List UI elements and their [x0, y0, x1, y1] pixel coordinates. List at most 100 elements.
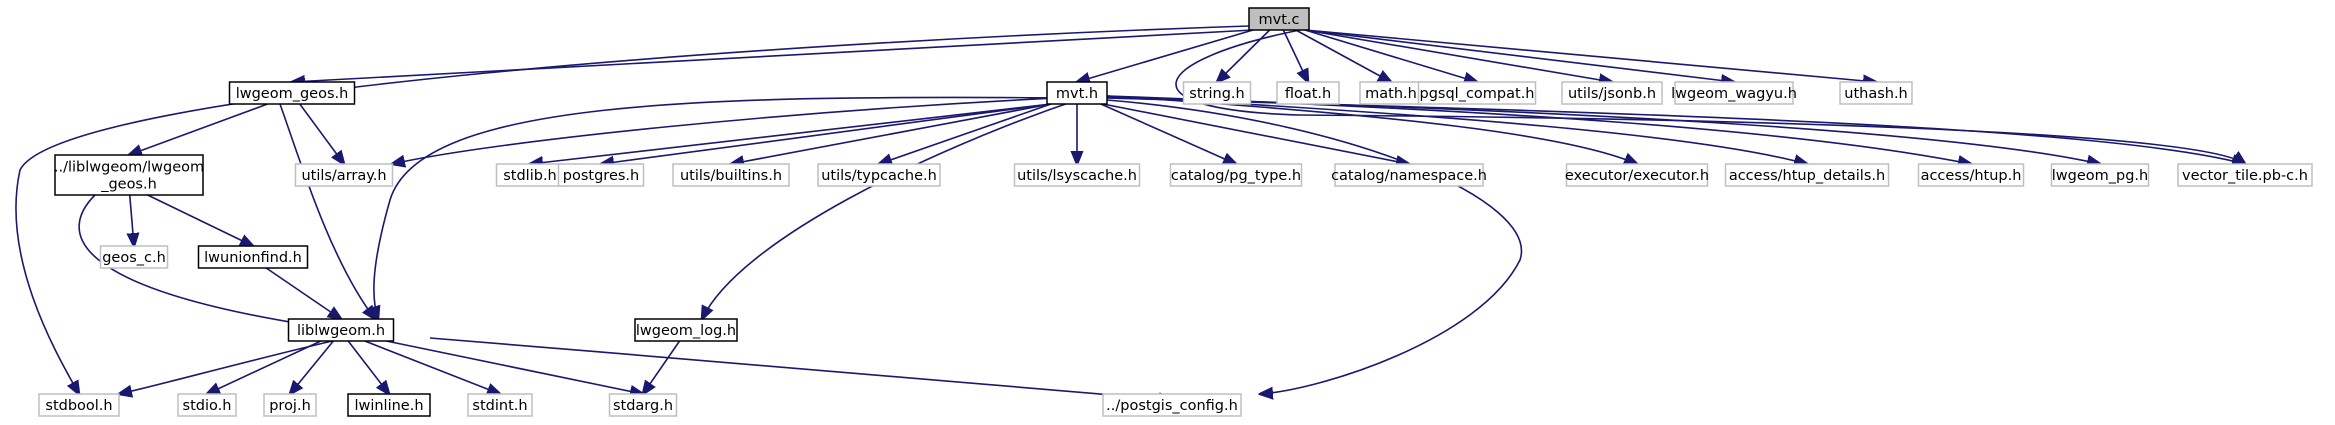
node-label: postgres.h: [563, 168, 639, 184]
node-label: lwunionfind.h: [204, 250, 302, 266]
edge-mvt-h-to-postgis-config-h: [1106, 99, 1523, 394]
node-mvt-c[interactable]: mvt.c: [1248, 7, 1310, 31]
node-label: stdint.h: [472, 398, 527, 414]
edge-liblwgeom-h-to-stdarg-h: [386, 340, 643, 394]
node-mvt-h[interactable]: mvt.h: [1046, 81, 1108, 105]
node-lwinline-h[interactable]: lwinline.h: [347, 393, 431, 417]
node-liblwgeom-geos-h[interactable]: ../liblwgeom/lwgeom_geos.h: [54, 154, 204, 196]
node-proj-h: proj.h: [263, 393, 317, 417]
node-box: [1561, 81, 1663, 105]
node-box: [177, 393, 237, 417]
node-label: lwinline.h: [354, 398, 423, 414]
edge-mvt-h-to-catalog-namespace-h: [1102, 103, 1409, 164]
node-label: stdbool.h: [45, 398, 112, 414]
node-label: stdlib.h: [503, 168, 557, 184]
node-utils-array-h: utils/array.h: [294, 163, 394, 187]
edge-mvt-h-to-utils-typcache-h: [879, 103, 1052, 164]
node-label: executor/executor.h: [1565, 168, 1709, 184]
node-stdio-h: stdio.h: [177, 393, 237, 417]
node-label: utils/typcache.h: [821, 168, 937, 184]
node-box: [1674, 81, 1794, 105]
node-box: [228, 81, 356, 105]
edge-mvt-c-to-mvt-h: [1077, 29, 1254, 82]
node-box: [287, 318, 395, 342]
node-label: float.h: [1285, 86, 1331, 102]
node-box: [1565, 163, 1709, 187]
node-vector-tile-pb-c-h: vector_tile.pb-c.h: [2177, 163, 2313, 187]
node-utils-jsonb-h: utils/jsonb.h: [1561, 81, 1663, 105]
node-lwgeom-geos-h[interactable]: lwgeom_geos.h: [228, 81, 356, 105]
node-pgsql-compat-h: pgsql_compat.h: [1417, 81, 1537, 105]
node-box: [38, 393, 120, 417]
node-postgis-config-h: ../postgis_config.h: [1102, 393, 1242, 417]
node-box: [1276, 81, 1340, 105]
node-box: [1417, 81, 1537, 105]
node-label: lwgeom_pg.h: [2052, 168, 2148, 184]
edge-liblwgeom-geos-h-to-geos-c-h: [130, 194, 134, 246]
node-string-h: string.h: [1182, 81, 1252, 105]
node-label: mvt.c: [1259, 12, 1300, 28]
node-label: access/htup.h: [1921, 168, 2022, 184]
node-label: access/htup_details.h: [1729, 168, 1885, 184]
node-utils-lsyscache-h: utils/lsyscache.h: [1013, 163, 1141, 187]
edge-mvt-c-to-lwgeom-geos-h: [292, 29, 1254, 82]
node-label: pgsql_compat.h: [1420, 86, 1535, 102]
node-lwgeom-log-h[interactable]: lwgeom_log.h: [634, 318, 738, 342]
edge-lwgeom-geos-h-to-liblwgeom-geos-h: [129, 103, 268, 155]
node-label: lwgeom_geos.h: [236, 86, 349, 102]
node-box: [1013, 163, 1141, 187]
node-label: lwgeom_log.h: [636, 323, 736, 339]
node-box: [557, 163, 645, 187]
node-box: [634, 318, 738, 342]
node-label: vector_tile.pb-c.h: [2182, 168, 2308, 184]
node-postgres-h: postgres.h: [557, 163, 645, 187]
node-box: [1046, 81, 1108, 105]
node-utils-builtins-h: utils/builtins.h: [672, 163, 790, 187]
node-liblwgeom-h[interactable]: liblwgeom.h: [287, 318, 395, 342]
edge-mvt-c-to-math-h: [1295, 29, 1391, 82]
node-box: [263, 393, 317, 417]
node-label: utils/lsyscache.h: [1017, 168, 1137, 184]
edge-lwgeom-log-h-to-stdarg-h: [643, 340, 681, 394]
node-executor-executor-h: executor/executor.h: [1565, 163, 1709, 187]
edge-mvt-h-to-postgres-h: [601, 103, 1052, 164]
node-access-htup-h: access/htup.h: [1917, 163, 2025, 187]
node-label: utils/array.h: [301, 168, 386, 184]
edge-mvt-c-to-utils-jsonb-h: [1304, 29, 1612, 82]
node-box: [1917, 163, 2025, 187]
edge-liblwgeom-h-to-lwinline-h: [347, 340, 389, 394]
node-label: string.h: [1189, 86, 1244, 102]
edge-mvt-c-to-vector-tile-pb-c-h: [1175, 29, 2245, 164]
node-box: [197, 245, 309, 269]
edge-liblwgeom-h-to-stdint-h: [364, 340, 500, 394]
node-label: ../postgis_config.h: [1106, 398, 1238, 414]
node-lwgeom-pg-h: lwgeom_pg.h: [2050, 163, 2150, 187]
node-label: mvt.h: [1056, 86, 1098, 102]
node-access-htup-details-h: access/htup_details.h: [1724, 163, 1890, 187]
node-box: [1724, 163, 1890, 187]
node-math-h: math.h: [1359, 81, 1423, 105]
node-stdlib-h: stdlib.h: [495, 163, 565, 187]
node-label: stdio.h: [183, 398, 232, 414]
edge-mvt-h-to-utils-array-h: [392, 96, 1078, 164]
edge-lwunionfind-h-to-liblwgeom-h: [265, 267, 341, 319]
node-box: [2050, 163, 2150, 187]
node-box: [294, 163, 394, 187]
node-catalog-namespace-h: catalog/namespace.h: [1331, 163, 1487, 187]
node-label: utils/builtins.h: [680, 168, 782, 184]
node-lwunionfind-h[interactable]: lwunionfind.h: [197, 245, 309, 269]
node-box: [54, 154, 204, 196]
edge-lwgeom-geos-h-to-liblwgeom-h: [279, 103, 375, 319]
node-label: liblwgeom.h: [297, 323, 385, 339]
node-utils-typcache-h: utils/typcache.h: [817, 163, 941, 187]
edge-liblwgeom-geos-h-to-liblwgeom-h: [78, 194, 341, 330]
node-lwgeom-wagyu-h: lwgeom_wagyu.h: [1671, 81, 1797, 105]
node-label: math.h: [1365, 86, 1417, 102]
node-stdbool-h: stdbool.h: [38, 393, 120, 417]
edge-mvt-c-to-lwgeom-wagyu-h: [1304, 29, 1734, 82]
node-label: catalog/pg_type.h: [1171, 168, 1301, 184]
node-box: [1248, 7, 1310, 31]
node-box: [99, 245, 169, 269]
edge-liblwgeom-geos-h-to-lwunionfind-h: [147, 194, 253, 246]
